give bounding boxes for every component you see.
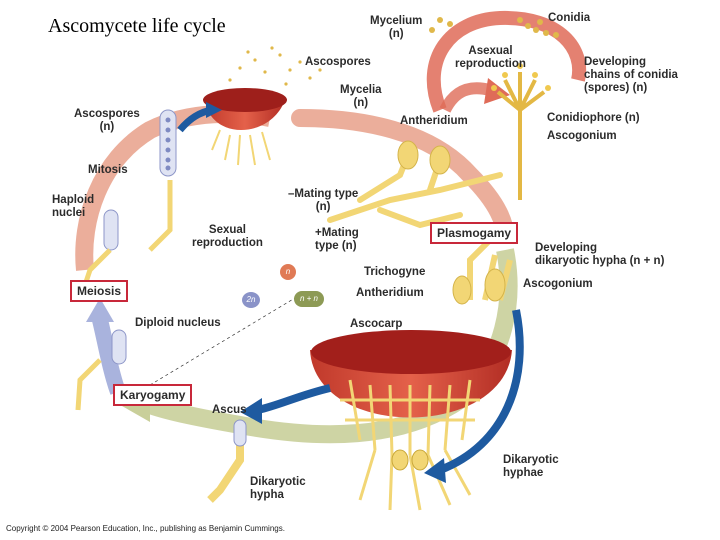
- legend-haploid-text: n: [285, 267, 291, 276]
- dikaryotic-growth-arrow: [438, 309, 524, 474]
- legend-haploid-chip: n: [280, 264, 296, 280]
- label-mitosis: Mitosis: [88, 164, 128, 176]
- separator-line: [149, 294, 301, 386]
- label-ascogonium-top: Ascogonium: [547, 130, 617, 142]
- label-sexual-reproduction: Sexual reproduction: [192, 224, 263, 249]
- label-trichogyne: Trichogyne: [364, 266, 426, 278]
- label-mycelium: Mycelium (n): [370, 15, 423, 40]
- label-ascospores-top: Ascospores: [305, 56, 371, 68]
- label-ascospores-left: Ascospores (n): [74, 108, 140, 133]
- ascogonium-mid-shape: [484, 268, 506, 302]
- legend-dikaryotic-text: n + n: [299, 294, 318, 303]
- label-antheridium-mid: Antheridium: [356, 287, 424, 299]
- label-dikaryotic-hypha: Dikaryotic hypha: [250, 476, 306, 501]
- ascus-release-arrowhead: [240, 398, 262, 424]
- label-developing-dikaryotic: Developing dikaryotic hypha (n + n): [535, 242, 665, 267]
- page-title: Ascomycete life cycle: [48, 15, 226, 37]
- stage-karyogamy: Karyogamy: [113, 384, 193, 406]
- release-arrowhead: [206, 102, 222, 118]
- label-ascus: Ascus: [212, 404, 247, 416]
- conidia-cluster: [429, 17, 559, 38]
- ascocarp-large: [310, 330, 512, 511]
- label-ascogonium-mid: Ascogonium: [523, 278, 593, 290]
- legend-dikaryotic-chip: n + n: [294, 291, 324, 307]
- ascocarp-small: [203, 88, 287, 166]
- label-antheridium-top: Antheridium: [400, 115, 468, 127]
- legend-diploid-text: 2n: [246, 295, 256, 304]
- label-diploid-nucleus: Diploid nucleus: [135, 317, 221, 329]
- ascogonium-top-shape: [429, 145, 451, 175]
- ascus-diploid: [111, 329, 127, 365]
- ascus-bottom: [233, 419, 247, 447]
- ascus-haploid: [103, 209, 119, 251]
- label-asexual-reproduction: Asexual reproduction: [455, 45, 526, 70]
- legend-diploid-chip: 2n: [242, 292, 260, 308]
- stage-plasmogamy: Plasmogamy: [430, 222, 519, 244]
- asexual-arrowhead: [484, 78, 510, 104]
- asexual-return: [439, 82, 492, 113]
- label-ascocarp: Ascocarp: [350, 318, 403, 330]
- copyright-notice: Copyright © 2004 Pearson Education, Inc.…: [6, 524, 285, 533]
- label-dikaryotic-hyphae: Dikaryotic hyphae: [503, 454, 559, 479]
- ascospore-scatter: [228, 46, 322, 86]
- dikaryotic-growth-arrowhead: [424, 458, 446, 483]
- diploid-arrowhead: [86, 298, 114, 322]
- label-developing-chains: Developing chains of conidia (spores) (n…: [584, 56, 678, 94]
- label-haploid-nuclei: Haploid nuclei: [52, 194, 95, 219]
- label-mating-plus: +Mating type (n): [315, 227, 359, 252]
- dikaryotic-arrow: [147, 248, 518, 444]
- conidiophore: [496, 72, 546, 200]
- stage-meiosis: Meiosis: [70, 280, 129, 302]
- conidia-chains: [491, 63, 551, 91]
- label-conidiophore: Conidiophore (n): [547, 112, 640, 124]
- antheridium-top-shape: [397, 140, 419, 170]
- asexual-arrow: [426, 10, 587, 113]
- label-mating-minus: –Mating type (n): [288, 188, 359, 213]
- ascus-release-arrow: [257, 384, 331, 414]
- label-conidia: Conidia: [548, 12, 591, 24]
- ascus-left: [159, 109, 177, 177]
- haploid-arrow: [291, 109, 514, 244]
- label-mycelia: Mycelia (n): [340, 84, 382, 109]
- antheridium-mid-shape: [452, 275, 472, 305]
